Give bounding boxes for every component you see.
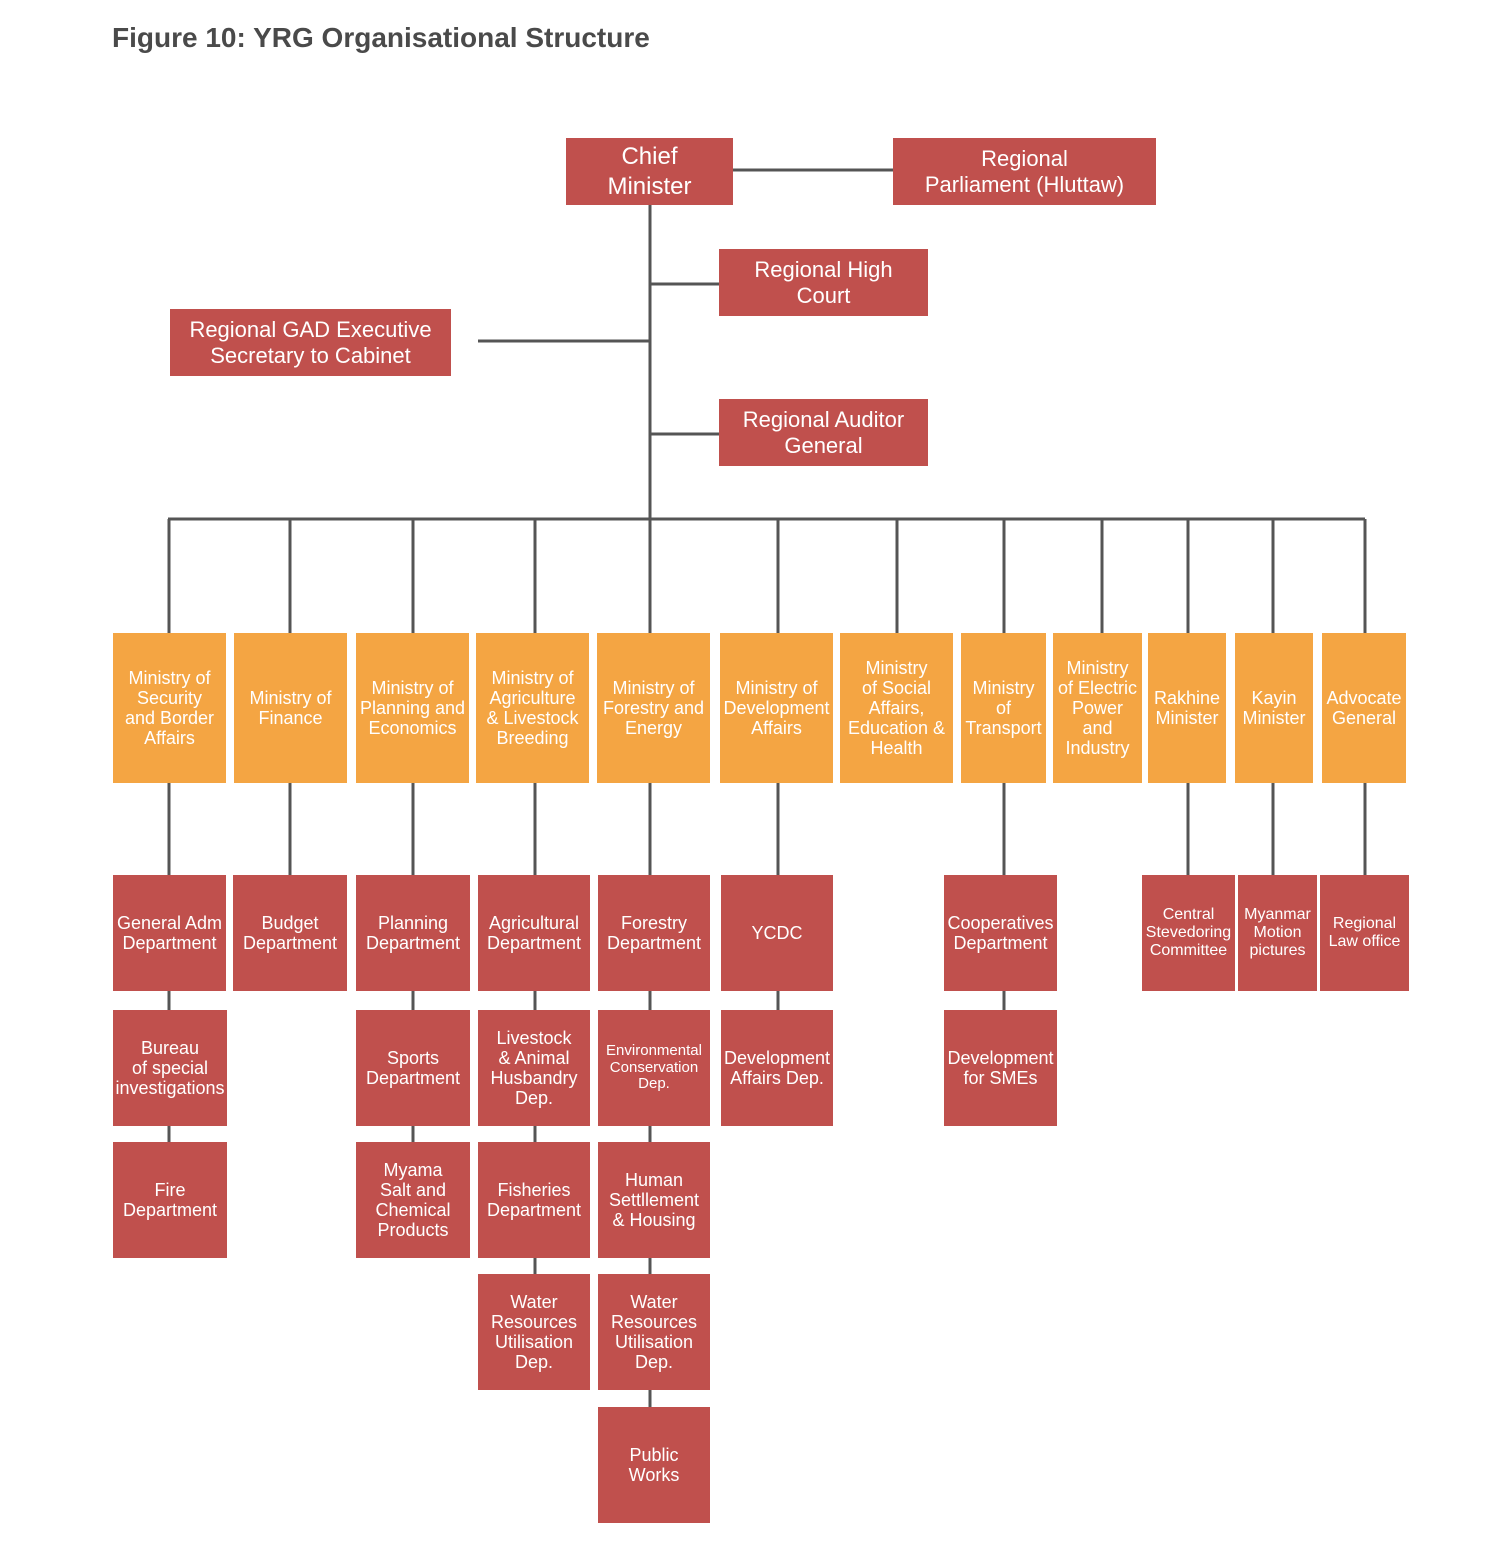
dept-ycdc: YCDC <box>721 875 833 991</box>
ministry-development-affairs: Ministry of Development Affairs <box>720 633 833 783</box>
dept-development-smes: Development for SMEs <box>944 1010 1057 1126</box>
dept-agricultural: Agricultural Department <box>478 875 590 991</box>
ministry-forestry-energy: Ministry of Forestry and Energy <box>597 633 710 783</box>
ministry-transport: Ministry of Transport <box>961 633 1046 783</box>
dept-public-works: Public Works <box>598 1407 710 1523</box>
dept-water-resources-agri: Water Resources Utilisation Dep. <box>478 1274 590 1390</box>
advocate-general: Advocate General <box>1322 633 1406 783</box>
regional-auditor-box: Regional Auditor General <box>719 399 928 466</box>
dept-myama-salt-chemical: Myama Salt and Chemical Products <box>356 1142 470 1258</box>
dept-myanmar-motion-pictures: Myanmar Motion pictures <box>1238 875 1317 991</box>
figure-title: Figure 10: YRG Organisational Structure <box>112 22 650 53</box>
dept-human-settlement-housing: Human Settllement & Housing <box>598 1142 710 1258</box>
regional-high-court-box: Regional High Court <box>719 249 928 316</box>
ministry-security-border-affairs: Ministry of Security and Border Affairs <box>113 633 226 783</box>
dept-budget: Budget Department <box>233 875 347 991</box>
dept-development-affairs: Development Affairs Dep. <box>721 1010 833 1126</box>
dept-bureau-special-investigations: Bureau of special investigations <box>113 1010 227 1126</box>
dept-regional-law-office: Regional Law office <box>1320 875 1409 991</box>
ministry-electric-power-industry: Ministry of Electric Power and Industry <box>1053 633 1142 783</box>
regional-gad-box: Regional GAD Executive Secretary to Cabi… <box>170 309 451 376</box>
rakhine-minister: Rakhine Minister <box>1148 633 1226 783</box>
ministry-finance: Ministry of Finance <box>234 633 347 783</box>
dept-planning: Planning Department <box>356 875 470 991</box>
dept-livestock-animal-husbandry: Livestock & Animal Husbandry Dep. <box>478 1010 590 1126</box>
dept-environmental-conservation: Environmental Conservation Dep. <box>598 1010 710 1126</box>
dept-forestry: Forestry Department <box>598 875 710 991</box>
dept-sports: Sports Department <box>356 1010 470 1126</box>
dept-fire: Fire Department <box>113 1142 227 1258</box>
dept-central-stevedoring: Central Stevedoring Committee <box>1142 875 1235 991</box>
dept-cooperatives: Cooperatives Department <box>944 875 1057 991</box>
dept-fisheries: Fisheries Department <box>478 1142 590 1258</box>
chief-minister-box: Chief Minister <box>566 138 733 205</box>
kayin-minister: Kayin Minister <box>1235 633 1313 783</box>
regional-parliament-box: Regional Parliament (Hluttaw) <box>893 138 1156 205</box>
ministry-social-affairs: Ministry of Social Affairs, Education & … <box>840 633 953 783</box>
dept-general-adm: General Adm Department <box>113 875 226 991</box>
ministry-planning-economics: Ministry of Planning and Economics <box>356 633 469 783</box>
dept-water-resources-forestry: Water Resources Utilisation Dep. <box>598 1274 710 1390</box>
ministry-agriculture-livestock: Ministry of Agriculture & Livestock Bree… <box>476 633 589 783</box>
